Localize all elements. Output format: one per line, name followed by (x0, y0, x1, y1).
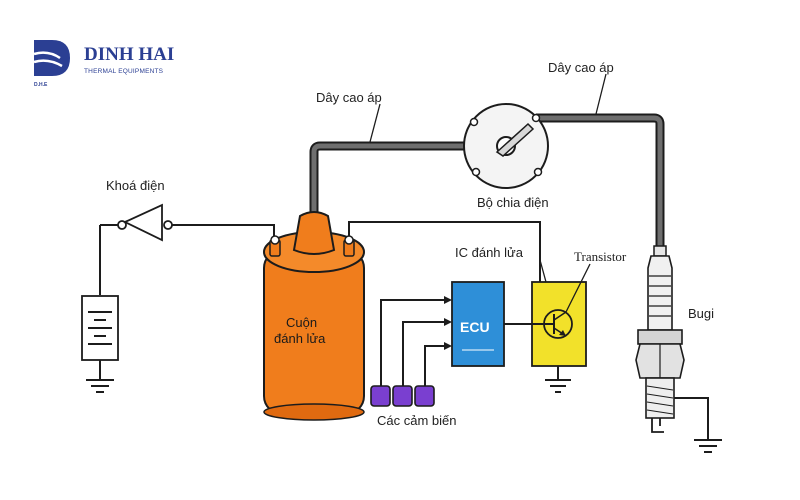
coil-primary-wire (348, 221, 541, 282)
ignition-ic-label: IC đánh lửa (455, 245, 524, 260)
hv-wire-left-leader (369, 103, 381, 143)
ecu-label: ECU (460, 319, 490, 335)
ignition-switch-icon (100, 203, 275, 242)
ignition-switch-label: Khoá điện (106, 178, 165, 193)
coil-label-line2: đánh lửa (274, 331, 326, 346)
ic-ground-icon (545, 379, 571, 393)
transistor-label: Transistor (574, 249, 627, 264)
logo-mark: D.H.E (34, 82, 48, 88)
transistor-leader (565, 263, 591, 313)
logo-subtitle: THERMAL EQUIPMENTS (84, 68, 164, 75)
hv-wire-right-label: Dây cao áp (548, 60, 614, 75)
hv-wire-distributor-plug (536, 113, 665, 248)
coil-label-line1: Cuộn (286, 315, 317, 330)
hv-wire-right-leader (595, 73, 607, 115)
spark-plug-ground-wire (674, 397, 709, 440)
battery-icon (81, 225, 119, 380)
brand-logo: D.H.E DINH HAI THERMAL EQUIPMENTS (33, 40, 174, 88)
spark-plug-icon (635, 245, 685, 433)
sensors-label: Các cảm biến (377, 413, 456, 428)
distributor-icon (463, 103, 549, 189)
ignition-coil-icon (263, 211, 365, 421)
hv-wire-coil-distributor (309, 141, 506, 215)
dhe-logo-icon (33, 40, 70, 76)
sensor-blocks-icon (370, 385, 435, 407)
ignition-ic-leader (539, 259, 547, 283)
spark-plug-ground-icon (694, 439, 722, 453)
logo-name: DINH HAI (84, 44, 174, 65)
ecu-icon (451, 281, 505, 367)
distributor-label: Bộ chia điện (477, 195, 549, 210)
sensor-wires (380, 296, 452, 386)
spark-plug-label: Bugi (688, 306, 714, 321)
transistor-icon (504, 309, 573, 339)
battery-ground-icon (86, 379, 114, 393)
hv-wire-left-label: Dây cao áp (316, 90, 382, 105)
